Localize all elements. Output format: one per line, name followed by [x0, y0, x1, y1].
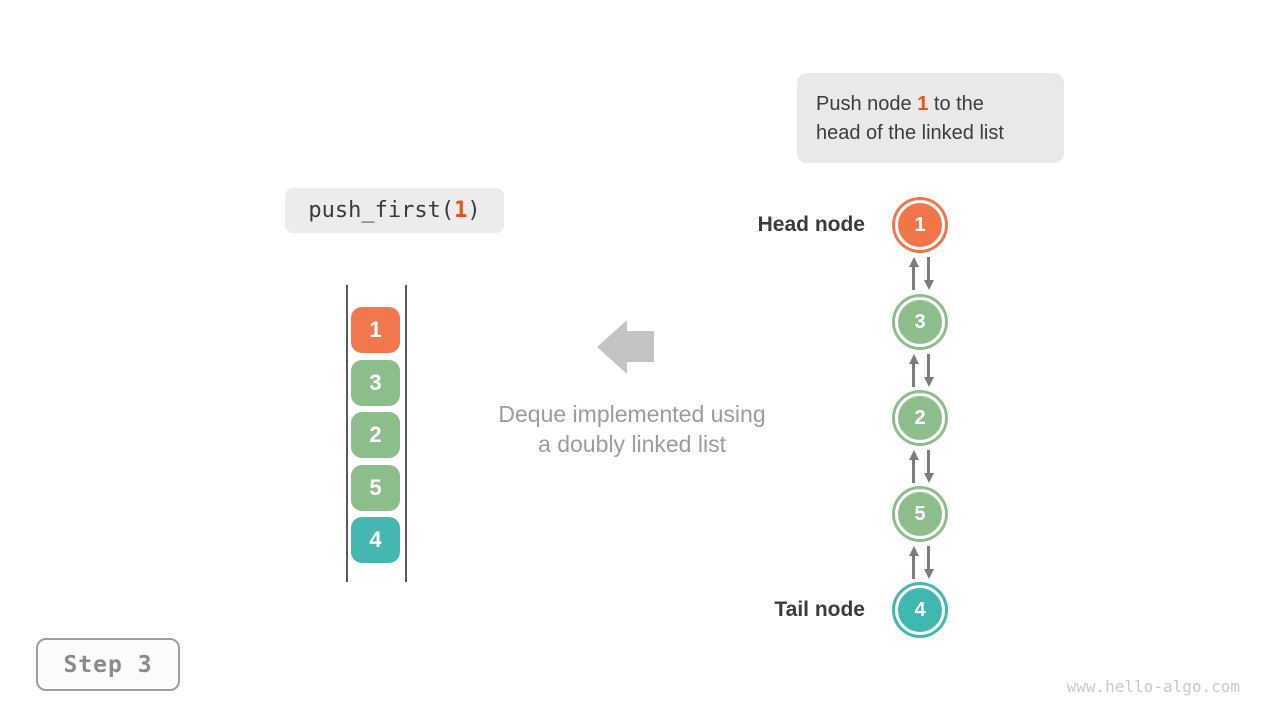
linked-list-node: 5	[895, 489, 945, 539]
deque-caption-line2: a doubly linked list	[538, 431, 726, 457]
head-node-label: Head node	[757, 213, 865, 236]
operation-code-label: push_first(1)	[285, 188, 504, 233]
deque-left-wall	[346, 285, 348, 582]
deque-right-wall	[405, 285, 407, 582]
linked-list-node-head: 1	[895, 200, 945, 250]
prev-pointer-arrow	[908, 450, 919, 483]
deque-cell: 4	[351, 517, 400, 563]
prev-pointer-arrow	[908, 257, 919, 290]
linked-list-node-tail: 4	[895, 585, 945, 635]
linked-list-node: 2	[895, 393, 945, 443]
annotation-text: Push node	[816, 93, 918, 115]
deque-cell: 2	[351, 412, 400, 458]
tail-node-label: Tail node	[774, 598, 865, 621]
push-annotation-line1: Push node 1 to the	[816, 90, 1064, 119]
next-pointer-arrow	[923, 546, 934, 579]
push-annotation: Push node 1 to the head of the linked li…	[797, 73, 1064, 163]
prev-pointer-arrow	[908, 546, 919, 579]
push-annotation-line2: head of the linked list	[816, 122, 1004, 144]
deque-cell: 3	[351, 359, 400, 406]
step-badge: Step 3	[36, 638, 180, 691]
left-arrow-tail	[626, 331, 654, 362]
operation-fn: push_first(	[308, 198, 455, 223]
next-pointer-arrow	[923, 450, 934, 483]
deque-cell: 1	[351, 307, 400, 353]
operation-close-paren: )	[467, 198, 481, 223]
deque-array: 1 3 2 5 4	[351, 307, 400, 563]
linked-list-node: 3	[895, 297, 945, 347]
operation-arg: 1	[454, 198, 468, 223]
left-arrow-head	[597, 320, 627, 374]
annotation-highlight-value: 1	[917, 93, 929, 115]
watermark-url: www.hello-algo.com	[1066, 677, 1240, 696]
next-pointer-arrow	[923, 257, 934, 290]
deque-caption-line1: Deque implemented using	[498, 401, 766, 427]
deque-caption: Deque implemented using a doubly linked …	[477, 399, 787, 459]
prev-pointer-arrow	[908, 354, 919, 387]
annotation-text: to the	[928, 93, 984, 115]
deque-cell: 5	[351, 464, 400, 511]
next-pointer-arrow	[923, 354, 934, 387]
